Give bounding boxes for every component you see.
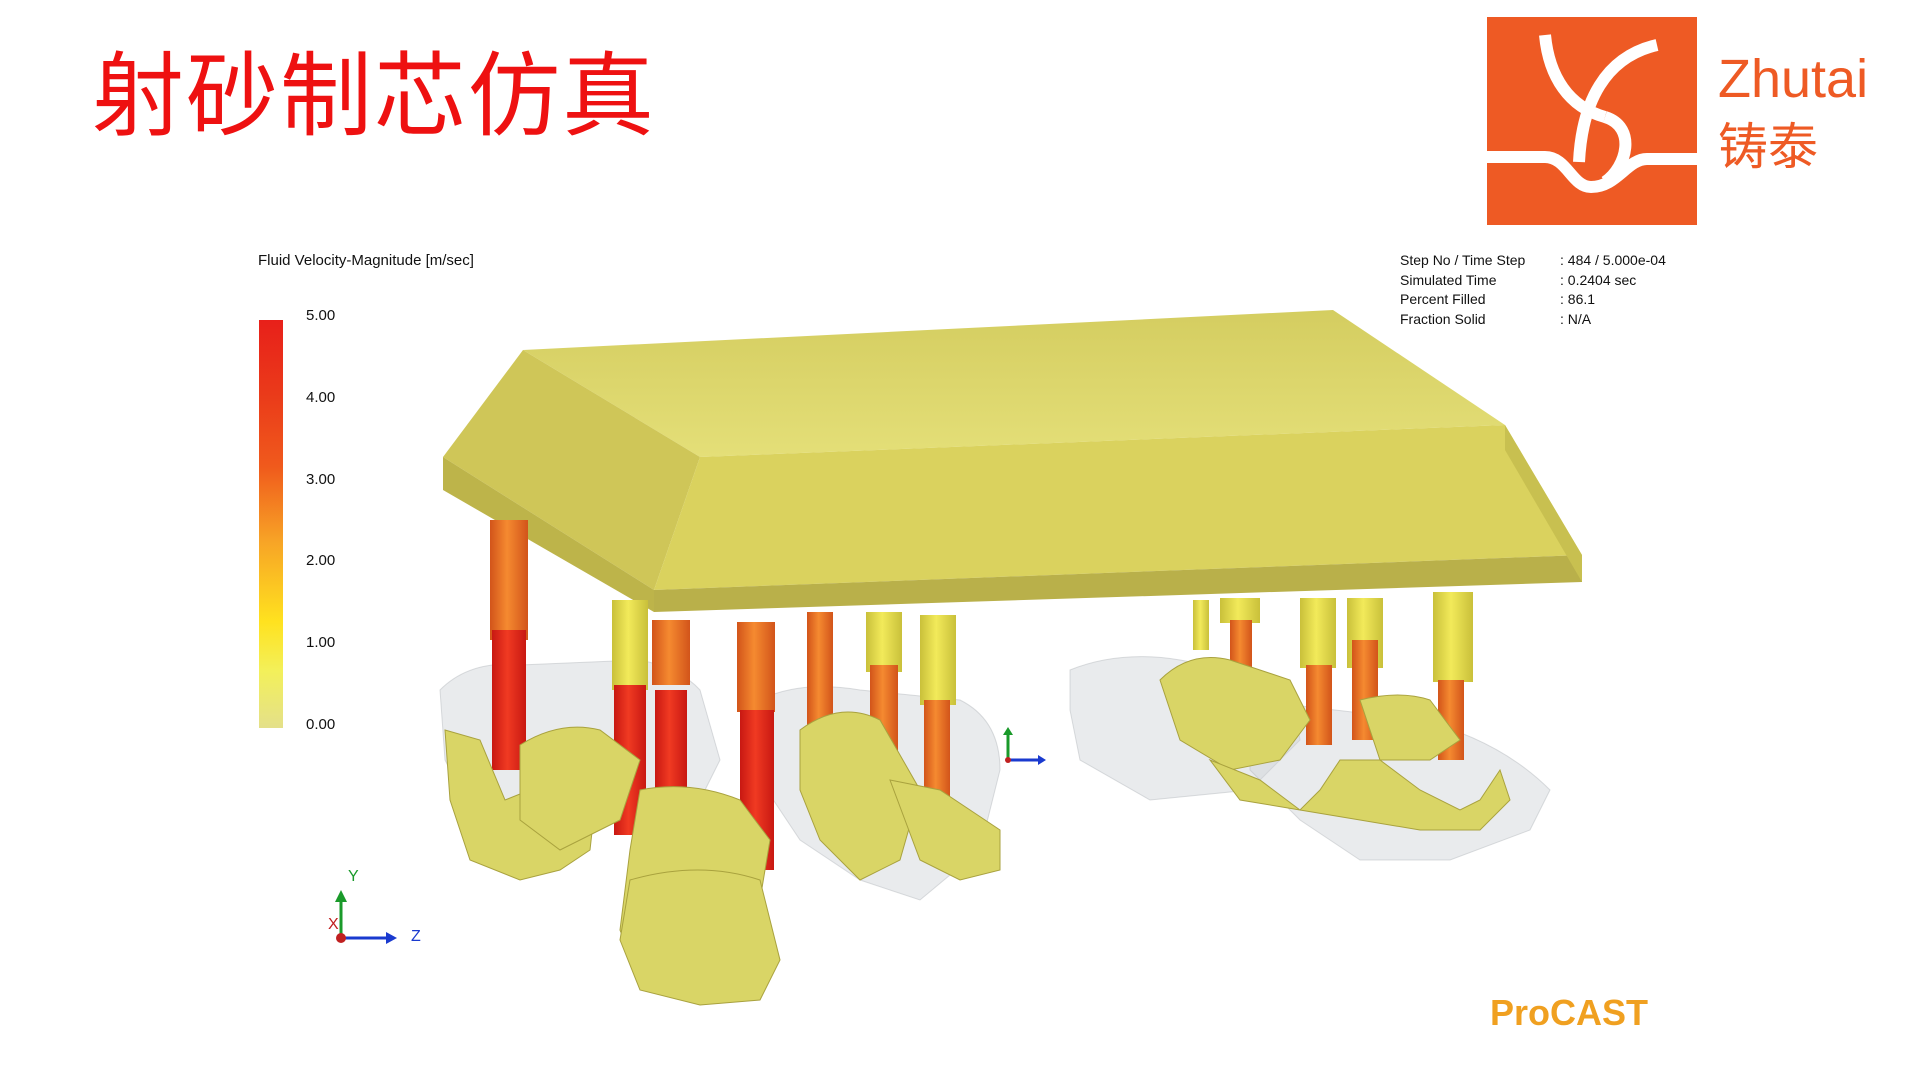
info-row-time: Simulated Time : 0.2404 sec <box>1400 271 1666 291</box>
info-row-solid: Fraction Solid : N/A <box>1400 310 1666 330</box>
info-label: Percent Filled <box>1400 291 1486 307</box>
legend-tick: 1.00 <box>306 634 336 651</box>
simulation-info: Step No / Time Step : 484 / 5.000e-04 Sim… <box>1400 251 1666 329</box>
legend-tick: 3.00 <box>306 471 336 488</box>
logo-name-cn: 铸泰 <box>1718 118 1818 176</box>
info-value: : N/A <box>1560 310 1592 327</box>
info-value: : 0.2404 sec <box>1560 271 1637 288</box>
info-value: : 86.1 <box>1560 291 1596 307</box>
slide-title: 射砂制芯仿真 <box>92 43 657 150</box>
info-label: Fraction Solid <box>1400 310 1486 327</box>
legend-title: Fluid Velocity-Magnitude [m/sec] <box>258 252 474 269</box>
legend-tick: 4.00 <box>306 389 336 406</box>
software-brand: ProCAST <box>1490 992 1649 1033</box>
info-label: Simulated Time <box>1400 271 1497 288</box>
axis-label-y: Y <box>348 868 359 885</box>
sand-reservoir <box>443 310 1582 612</box>
legend-tick: 0.00 <box>306 716 336 733</box>
axis-triad-icon <box>335 890 397 944</box>
logo-name-en: Zhutai <box>1718 49 1869 109</box>
zhutai-logo-icon <box>1487 17 1697 225</box>
info-row-step: Step No / Time Step : 484 / 5.000e-04 <box>1400 251 1666 271</box>
velocity-colorbar <box>259 320 283 728</box>
filled-cores <box>444 657 1511 1006</box>
axis-label-z: Z <box>411 928 421 945</box>
axis-label-x: X <box>328 916 339 933</box>
info-label: Step No / Time Step <box>1400 252 1526 268</box>
legend-tick: 5.00 <box>306 307 336 324</box>
legend-tick: 2.00 <box>306 552 336 569</box>
center-triad-icon <box>1003 727 1046 765</box>
info-value: : 484 / 5.000e-04 <box>1560 252 1666 268</box>
info-row-filled: Percent Filled : 86.1 <box>1400 290 1666 310</box>
